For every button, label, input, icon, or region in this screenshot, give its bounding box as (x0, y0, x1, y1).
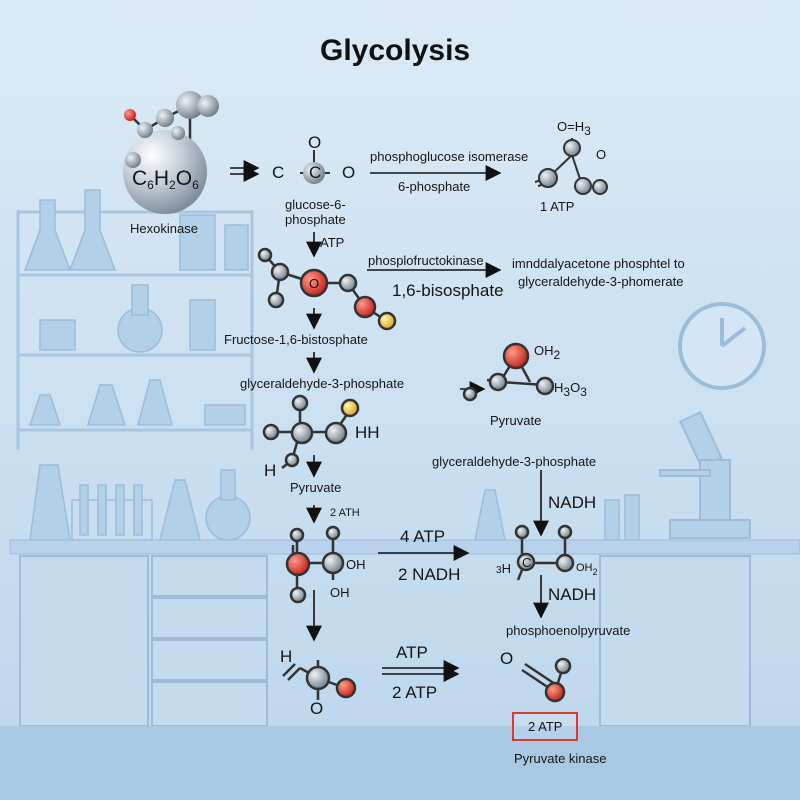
two-ath-label: 2 ATH (330, 507, 360, 519)
atp-label-1: ATP (320, 235, 345, 250)
lab-bench-top (9, 539, 800, 555)
oh-label-a: OH (346, 557, 366, 572)
oh-label-b: OH (330, 585, 350, 600)
fructose-bisphosphate-label: Fructose-1,6-bistosphate (224, 332, 368, 347)
h3o3-label: H3O3 (554, 380, 587, 399)
bisosphate-label: 1,6-bisosphate (392, 281, 504, 300)
isomerase-product-molecule (534, 138, 608, 195)
floor (0, 726, 800, 800)
molecule-c-left: C (272, 163, 285, 182)
pyruvate-right-label: Pyruvate (490, 413, 542, 428)
glucose-6-phosphate-line2: phosphate (285, 212, 346, 227)
o-bottom-label: O (310, 699, 324, 718)
shelf-unit (16, 210, 254, 450)
glyceraldehyde-molecule (262, 394, 360, 469)
o-h3-label: O=H3 (557, 119, 591, 138)
pyruvate-kinase-molecule (521, 657, 572, 703)
glucose-molecule (123, 91, 219, 214)
isomerase-label: phosphoglucose isomerase (370, 149, 529, 164)
atp-bottom-label: ATP (396, 643, 428, 662)
enolase-molecule (282, 660, 357, 700)
oh2-label: OH2 (534, 343, 561, 362)
o-pk-label: O (500, 649, 514, 668)
hexokinase-label: Hexokinase (130, 221, 198, 236)
pyruvate-right-molecule (462, 342, 555, 402)
ring-o-label: O (309, 276, 320, 291)
h-left-label: H (264, 461, 277, 480)
page-title: Glycolysis (320, 34, 471, 67)
two-atp-bottom-label: 2 ATP (392, 683, 438, 702)
wall-clock (678, 302, 766, 390)
o-right-top-label: O (596, 147, 607, 162)
lab-bench-cabinets (19, 555, 751, 727)
flask-silhouettes (23, 189, 640, 541)
two-nadh-label: 2 NADH (398, 565, 461, 584)
six-phosphate-label: 6-phosphate (398, 179, 471, 194)
dhap-label-line1: imnddalyacetone phosphtel to (512, 256, 685, 271)
bisphosphoglycerate-molecule (285, 525, 345, 604)
two-atp-boxed-label: 2 ATP (512, 712, 579, 741)
fructose-ring-molecule (257, 247, 397, 331)
nadh-label-1: NADH (548, 493, 597, 512)
pep-precursor-molecule (514, 524, 575, 581)
h3-mid-label: 3H (496, 561, 511, 576)
phosphofructokinase-label: phosplofructokinase (368, 253, 484, 268)
dhap-label-line2: glyceraldehyde-3-phomerate (518, 274, 684, 289)
pyruvate-left-label: Pyruvate (290, 480, 342, 495)
one-atp-label: 1 ATP (540, 199, 575, 214)
gap-label-1: glyceraldehyde-3-phosphate (240, 376, 405, 391)
glucose-6-phosphate-molecule (300, 150, 330, 184)
gap-label-2: glyceraldehyde-3-phosphate (432, 454, 597, 469)
molecule-o-right: O (342, 163, 356, 182)
glucose-6-phosphate-line1: glucose-6- (285, 197, 346, 212)
c-mid-label: C (522, 555, 532, 570)
h-bottom-label: H (280, 647, 293, 666)
hh-label: HH (355, 423, 380, 442)
oh2-right-label: OH2 (576, 562, 598, 577)
microscope-silhouette (659, 410, 751, 539)
pyruvate-kinase-label: Pyruvate kinase (514, 751, 607, 766)
phosphoenolpyruvate-label: phosphoenolpyruvate (506, 623, 631, 638)
molecule-o-top: O (308, 133, 322, 152)
glucose-formula: C6H2O6 (132, 167, 199, 192)
four-atp-label: 4 ATP (400, 527, 446, 546)
nadh-label-2: NADH (548, 585, 597, 604)
molecule-c-center: C (309, 163, 322, 182)
